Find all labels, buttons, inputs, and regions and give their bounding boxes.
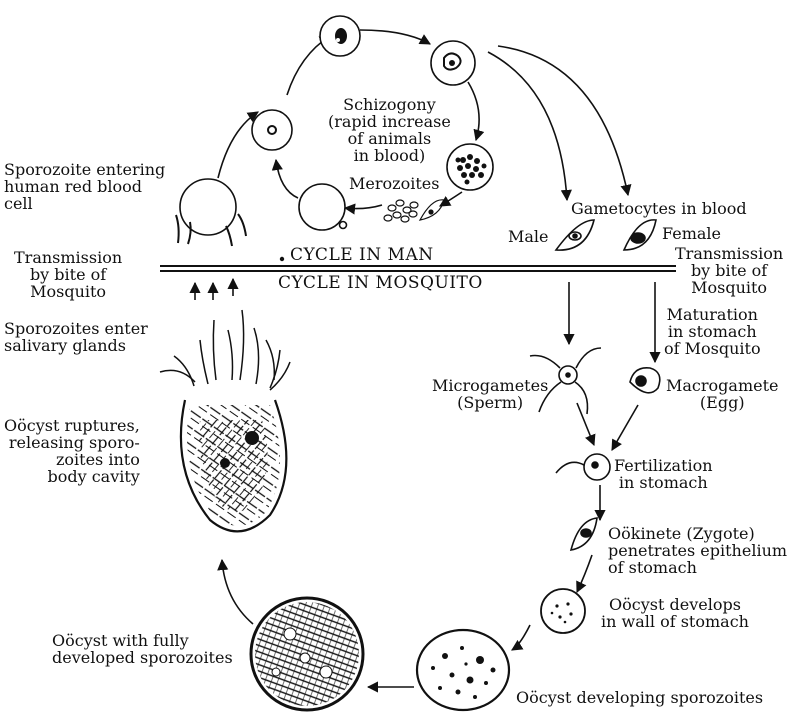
oocyst-arrow-left — [512, 625, 530, 650]
oocyst-ruptures-label: Oöcyst ruptures, releasing sporo- zoites… — [4, 417, 140, 485]
maturation-label: Maturation in stomach of Mosquito — [664, 306, 761, 357]
schizogony-label: Schizogony (rapid increase of animals in… — [328, 96, 451, 164]
transmission-left-label: Transmission by bite of Mosquito — [14, 249, 122, 300]
microgametes-label: Microgametes (Sperm) — [432, 377, 548, 411]
oocyst-early — [541, 589, 585, 633]
macrogamete — [630, 368, 660, 393]
merozoites-label: Merozoites — [349, 175, 439, 192]
oocyst-developing — [417, 630, 509, 710]
ookinete-label: Oökinete (Zygote) penetrates epithelium … — [608, 525, 787, 576]
cycle-in-man-heading: CYCLE IN MAN — [290, 247, 434, 264]
fertilization-cell — [556, 454, 610, 480]
oocyst-arrow-up — [222, 560, 253, 624]
oocyst-rupturing — [181, 400, 286, 531]
ookinete-zygote — [571, 518, 597, 550]
fertilization-label: Fertilization in stomach — [614, 457, 713, 491]
gametocyte-male — [556, 220, 594, 250]
macrogamete-label: Macrogamete (Egg) — [666, 377, 778, 411]
released-sporozoites — [160, 310, 290, 390]
gametocytes-label: Gametocytes in blood — [571, 200, 747, 217]
sporozoite-entering-label: Sporozoite entering human red blood cell — [4, 161, 165, 212]
transmission-right-label: Transmission by bite of Mosquito — [675, 245, 783, 296]
gametocyte-female — [624, 220, 656, 250]
sporozoites-enter-label: Sporozoites enter salivary glands — [4, 320, 148, 354]
merozoites-cluster — [384, 200, 444, 222]
female-label: Female — [662, 225, 721, 242]
male-label: Male — [508, 228, 549, 245]
cycle-in-mosquito-heading: CYCLE IN MOSQUITO — [278, 275, 483, 292]
oocyst-develops-label: Oöcyst develops in wall of stomach — [601, 596, 749, 630]
sporozoite-arrows-up — [195, 279, 233, 300]
gametocyte-arrows — [488, 46, 628, 200]
oocyst-fully-label: Oöcyst with fully developed sporozoites — [52, 632, 233, 666]
oocyst-fully-developed — [251, 598, 363, 710]
oocyst-developing-label: Oöcyst developing sporozoites — [516, 689, 763, 706]
